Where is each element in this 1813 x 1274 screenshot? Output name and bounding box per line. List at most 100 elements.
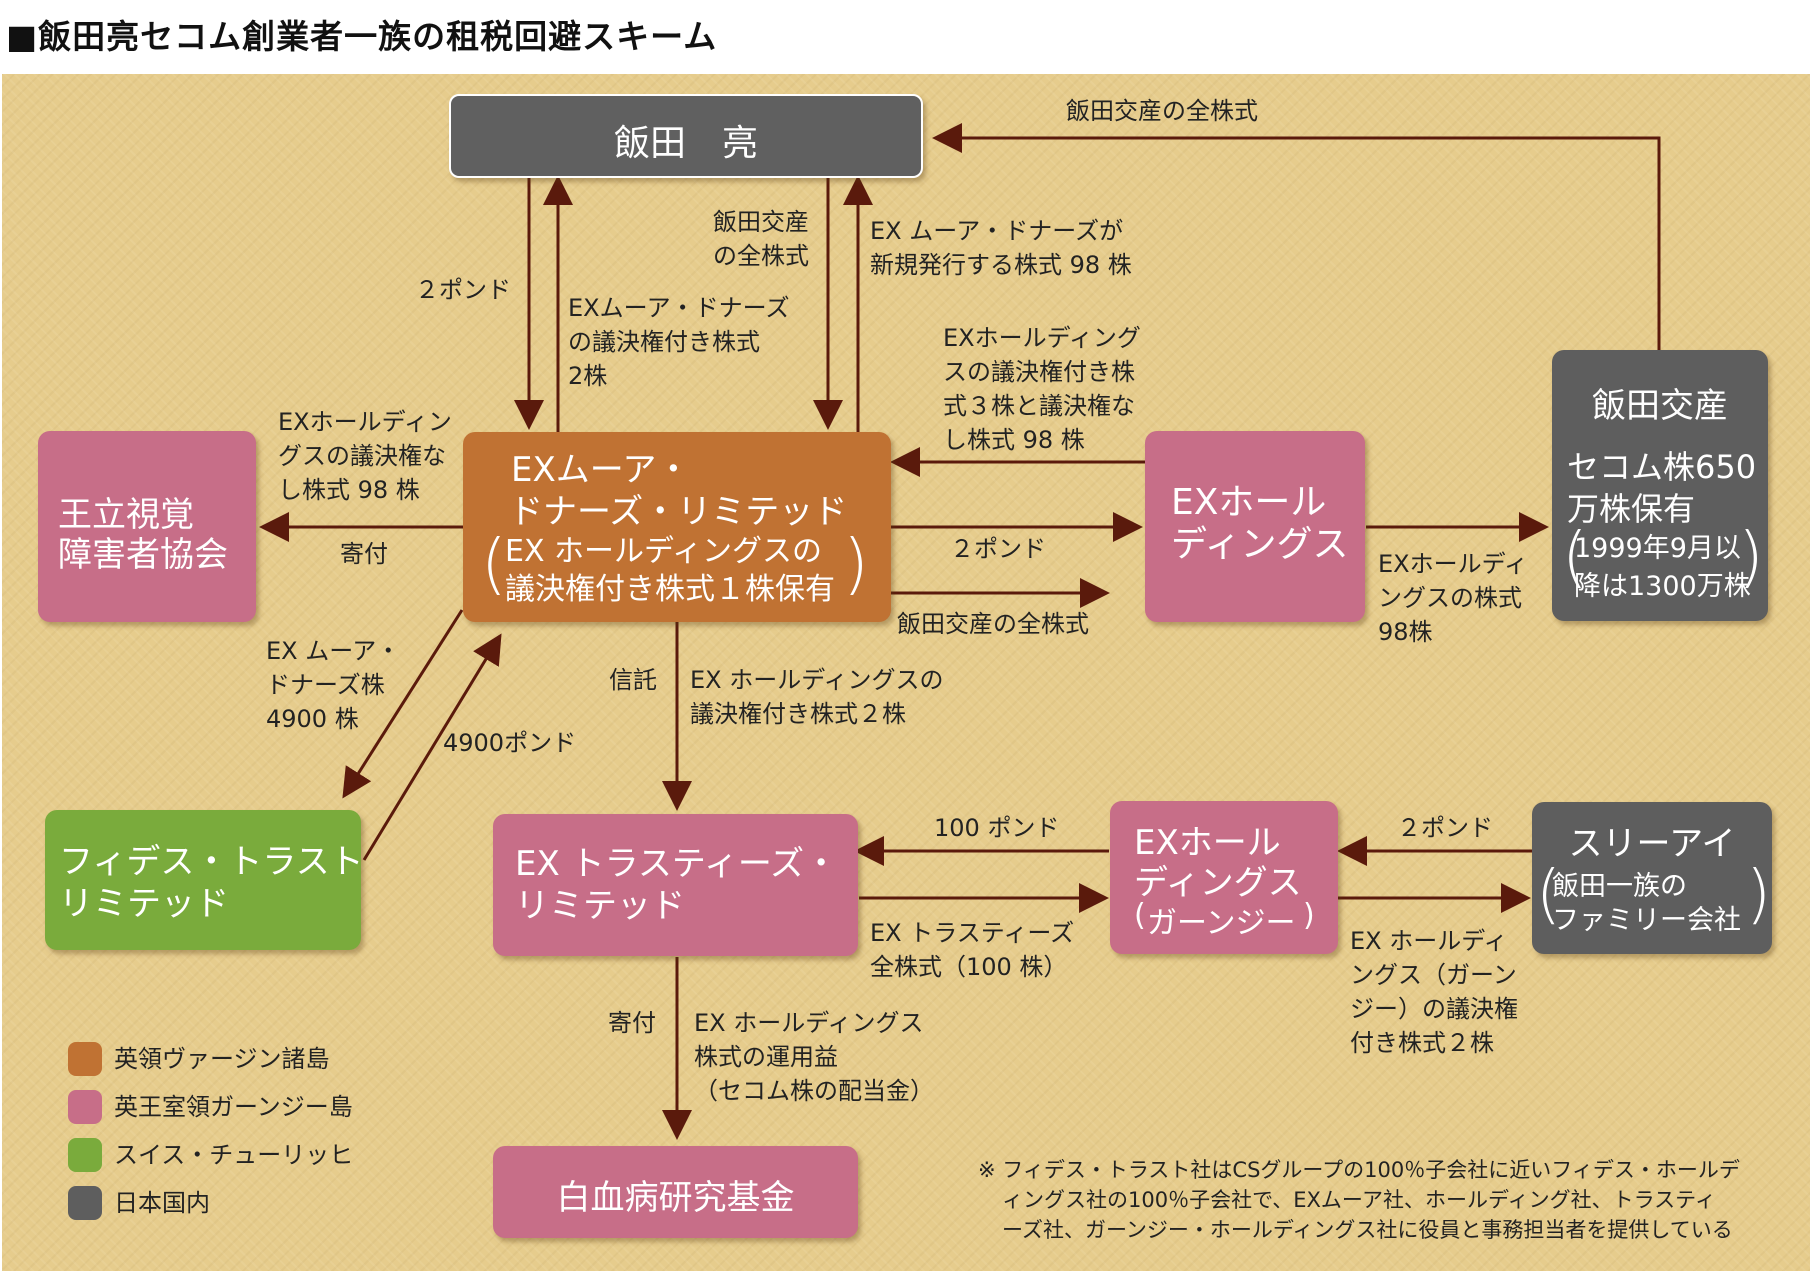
page-title: ■飯田亮セコム創業者一族の租税回避スキーム bbox=[6, 17, 718, 56]
label-pond-4900: 4900ポンド bbox=[443, 729, 577, 757]
label-kosan-all-mid-1: 飯田交産 bbox=[713, 208, 809, 236]
legend-swatch bbox=[68, 1042, 102, 1076]
label-exhold-98-right-1: EXホールディ bbox=[1378, 550, 1528, 578]
iida-ryo-label: 飯田 亮 bbox=[613, 123, 758, 164]
kosan-since-1: 1999年9月以 bbox=[1574, 533, 1741, 564]
ouritsu-label-1: 王立視覚 bbox=[58, 495, 194, 535]
hakketsu-label: 白血病研究基金 bbox=[556, 1178, 795, 1218]
fides-label-1: フィデス・トラスト・ bbox=[59, 842, 361, 882]
footnote-line-3: ーズ社、ガーンジー・ホールディングス社に役員と事務担当者を提供している bbox=[1002, 1218, 1733, 1242]
label-exhold-98: EXホールディング スの議決権付き株 式３株と議決権な し株式 98 株 bbox=[943, 321, 1141, 457]
arrow-fides-to-moore bbox=[362, 633, 502, 861]
legend-swatch bbox=[68, 1090, 102, 1124]
label-kifu-left: 寄付 bbox=[340, 540, 388, 568]
label-exhold-voting2-1: EX ホールディングスの bbox=[690, 666, 944, 694]
label-kosan-all-top: 飯田交産の全株式 bbox=[1066, 97, 1258, 125]
label-exhold-98-3: 式３株と議決権な bbox=[943, 392, 1135, 420]
legend-swatch bbox=[68, 1186, 102, 1220]
kosan-paren-right: ) bbox=[1738, 518, 1764, 595]
hakketsu-fund-box: 白血病研究基金 bbox=[493, 1146, 858, 1238]
moore-note-1: EX ホールディングスの bbox=[505, 534, 822, 569]
label-unyoueki-3: （セコム株の配当金） bbox=[694, 1077, 934, 1105]
legend-label: スイス・チューリッヒ bbox=[114, 1141, 354, 1169]
exholdg-paren-open: ( bbox=[1134, 898, 1146, 933]
label-exholdg-voting-2: ングス（ガーン bbox=[1350, 961, 1517, 989]
label-moore-voting2-2: の議決権付き株式 bbox=[568, 328, 760, 356]
label-exhold-98-right-2: ングスの株式 bbox=[1378, 584, 1522, 612]
label-moore-4900-2: ドナーズ株 bbox=[266, 671, 385, 699]
label-two-pond-mid: ２ポンド bbox=[950, 535, 1046, 563]
legend-label: 日本国内 bbox=[114, 1189, 210, 1217]
label-moore-4900-3: 4900 株 bbox=[266, 705, 359, 733]
fides-trust-box: フィデス・トラスト・ リミテッド bbox=[45, 810, 361, 950]
fides-label-2: リミテッド bbox=[59, 884, 229, 924]
label-moore-new98-1: EX ムーア・ドナーズが bbox=[870, 217, 1124, 245]
threei-paren-left: ( bbox=[1536, 858, 1561, 932]
exholdg-label-1: EXホール bbox=[1134, 823, 1281, 863]
label-exhold-98-right-3: 98株 bbox=[1378, 618, 1433, 646]
label-two-pond-left: ２ポンド bbox=[415, 276, 511, 304]
label-exhold-98-left-2: グスの議決権な bbox=[278, 442, 446, 470]
label-exhold-98-left-3: し株式 98 株 bbox=[278, 476, 420, 504]
label-pond-100: 100 ポンド bbox=[934, 814, 1060, 842]
legend-label: 英領ヴァージン諸島 bbox=[114, 1045, 330, 1073]
ouritsu-label-2: 障害者協会 bbox=[58, 535, 228, 575]
iida-ryo-box: 飯田 亮 bbox=[449, 94, 923, 178]
legend-swatch bbox=[68, 1138, 102, 1172]
moore-donors-box: EXムーア・ ドナーズ・リミテッド ( EX ホールディングスの 議決権付き株式… bbox=[463, 432, 891, 622]
label-moore-new98-2: 新規発行する株式 98 株 bbox=[870, 251, 1132, 279]
label-unyoueki-2: 株式の運用益 bbox=[694, 1043, 838, 1071]
label-pond-2-right: ２ポンド bbox=[1397, 814, 1493, 842]
label-shintaku: 信託 bbox=[609, 666, 657, 694]
label-exholdg-voting-3: ジー）の議決権 bbox=[1350, 995, 1518, 1023]
label-exhold-98-4: し株式 98 株 bbox=[943, 426, 1085, 454]
three-i-box: スリーアイ ( 飯田一族の ファミリー会社 ) bbox=[1532, 802, 1772, 954]
label-unyoueki-1: EX ホールディングス bbox=[694, 1009, 924, 1037]
moore-name-2: ドナーズ・リミテッド bbox=[509, 492, 848, 532]
moore-note-2: 議決権付き株式１株保有 bbox=[505, 572, 835, 607]
ex-holdings-box: EXホール ディングス bbox=[1145, 431, 1365, 622]
label-moore-4900-1: EX ムーア・ bbox=[266, 637, 401, 665]
label-kosan-all-mid: 飯田交産 の全株式 bbox=[713, 205, 809, 273]
label-unyoueki: EX ホールディングス 株式の運用益 （セコム株の配当金） bbox=[694, 1006, 934, 1108]
trustees-label-1: EX トラスティーズ・ bbox=[515, 844, 839, 884]
label-kosan-all-mid-2: の全株式 bbox=[713, 242, 809, 270]
label-trustees-all: EX トラスティーズ 全株式（100 株） bbox=[870, 916, 1074, 984]
diagram-panel bbox=[2, 74, 1810, 1271]
legend-label: 英王室領ガーンジー島 bbox=[114, 1093, 353, 1121]
arrow-kosan-to-iida bbox=[932, 123, 1661, 350]
threei-label-2: ファミリー会社 bbox=[1552, 905, 1741, 936]
moore-paren-left: ( bbox=[481, 525, 507, 602]
label-moore-voting2: EXムーア・ドナーズ の議決権付き株式 2株 bbox=[568, 291, 789, 393]
footnote-line-1: ※ フィデス・トラスト社はCSグループの100％子会社に近いフィデス・ホールデ bbox=[978, 1158, 1740, 1182]
trustees-label-2: リミテッド bbox=[515, 886, 685, 926]
label-exhold-voting2-2: 議決権付き株式２株 bbox=[690, 700, 906, 728]
label-moore-new98: EX ムーア・ドナーズが 新規発行する株式 98 株 bbox=[870, 214, 1132, 282]
moore-name-1: EXムーア・ bbox=[511, 450, 691, 490]
label-exholdg-voting-1: EX ホールディ bbox=[1350, 927, 1508, 955]
ex-trustees-box: EX トラスティーズ・ リミテッド bbox=[493, 814, 858, 956]
label-exhold-98-1: EXホールディング bbox=[943, 324, 1141, 352]
label-exhold-98-left: EXホールディン グスの議決権な し株式 98 株 bbox=[278, 405, 452, 507]
label-exhold-98-right: EXホールディ ングスの株式 98株 bbox=[1378, 547, 1528, 649]
exholdg-label-3: ガーンジー bbox=[1147, 906, 1296, 941]
arrow-moore-to-fides bbox=[342, 609, 464, 799]
iida-kosan-box: 飯田交産 セコム株650 万株保有 ( 1999年9月以 降は1300万株 ) bbox=[1552, 350, 1768, 621]
label-kifu-bottom: 寄付 bbox=[608, 1009, 656, 1037]
ouritsu-box: 王立視覚 障害者協会 bbox=[38, 431, 256, 622]
kosan-paren-left: ( bbox=[1562, 518, 1588, 595]
kosan-name: 飯田交産 bbox=[1592, 386, 1728, 426]
footnote: ※ フィデス・トラスト社はCSグループの100％子会社に近いフィデス・ホールデ … bbox=[978, 1155, 1740, 1245]
exholdg-paren-close: ) bbox=[1303, 898, 1315, 933]
moore-paren-right: ) bbox=[843, 525, 869, 602]
threei-name: スリーアイ bbox=[1568, 824, 1736, 864]
label-moore-voting2-3: 2株 bbox=[568, 362, 608, 390]
label-exholdg-voting: EX ホールディ ングス（ガーン ジー）の議決権 付き株式２株 bbox=[1350, 924, 1518, 1060]
label-moore-voting2-1: EXムーア・ドナーズ bbox=[568, 294, 790, 322]
label-moore-4900: EX ムーア・ ドナーズ株 4900 株 bbox=[266, 634, 400, 736]
label-trustees-all-2: 全株式（100 株） bbox=[870, 953, 1068, 981]
kosan-holding-1: セコム株650 bbox=[1567, 448, 1757, 486]
label-trustees-all-1: EX トラスティーズ bbox=[870, 919, 1075, 947]
label-exholdg-voting-4: 付き株式２株 bbox=[1350, 1029, 1494, 1057]
